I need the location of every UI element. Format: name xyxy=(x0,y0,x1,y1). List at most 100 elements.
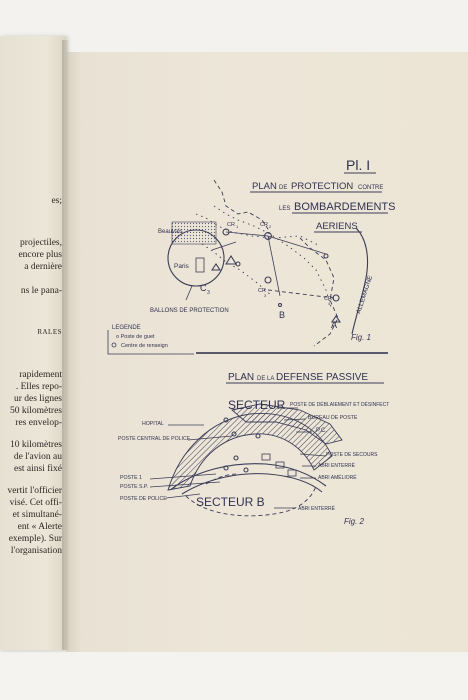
book-gutter xyxy=(62,40,70,650)
station-marker xyxy=(210,263,222,271)
right-page xyxy=(66,52,468,652)
left-text-line: visé. Cet offi- xyxy=(9,498,62,508)
beauvais-zone xyxy=(171,221,217,245)
station-marker xyxy=(225,254,237,265)
inner-road xyxy=(169,463,327,491)
background-bottom xyxy=(0,652,468,700)
frontier-line xyxy=(213,179,271,233)
label-poste-sp: POSTE S.P. xyxy=(120,484,148,490)
left-text-line: ent « Alerte xyxy=(17,522,62,532)
rhine-river xyxy=(351,227,369,335)
cr-node xyxy=(332,294,340,302)
secteur-a-zone xyxy=(167,413,333,491)
legend-item-guet: o Poste de guet xyxy=(116,334,155,340)
fig1-title-aeriens: AERIENS xyxy=(316,221,358,232)
left-page: es; projectiles, encore plus a dernière … xyxy=(0,36,66,650)
post-marker xyxy=(277,302,283,308)
building-marker xyxy=(223,465,229,471)
fig1-title-contre: CONTRE xyxy=(358,185,383,191)
label-cr1-sub: 1 xyxy=(236,224,239,229)
fig2-caption: Fig. 2 xyxy=(344,517,365,526)
label-poste-secours: POSTE DE SECOURS xyxy=(326,452,378,458)
post-marker xyxy=(235,261,241,267)
label-poste-police: POSTE DE POLICE xyxy=(120,496,167,502)
building-marker xyxy=(223,417,229,423)
station-marker xyxy=(330,315,342,323)
label-cr4: CR xyxy=(324,296,332,302)
cr-node xyxy=(264,232,272,240)
legend-title: LEGENDE xyxy=(112,325,141,331)
label-pc: P.C. xyxy=(316,428,327,434)
label-allemagne: ALLEMAGNE xyxy=(355,274,374,315)
cr-link xyxy=(211,241,237,251)
left-text-line: vertit l'officier xyxy=(7,486,62,496)
label-cr4-sub: 4 xyxy=(328,301,331,306)
label-a: A xyxy=(331,320,337,330)
label-bureau-poste: BUREAU DE POSTE xyxy=(308,415,358,421)
fig1-caption: Fig. 1 xyxy=(351,333,371,342)
left-text-line: rapidement xyxy=(19,370,62,380)
label-abri-enterre: ABRI ENTERRÉ xyxy=(298,505,336,512)
cr-link xyxy=(267,235,281,297)
label-cr2: CR xyxy=(260,222,268,228)
building-marker xyxy=(261,453,271,461)
fig2-title-passive: PASSIVE xyxy=(326,372,368,383)
post-line xyxy=(213,205,333,311)
label-cr1: CR xyxy=(227,222,235,228)
left-text-line: et simultané- xyxy=(12,510,62,520)
post-line xyxy=(195,213,321,247)
plate-number: Pl. I xyxy=(346,157,370,173)
fig1-title-bombardements: BOMBARDEMENTS xyxy=(294,201,395,213)
leader-line xyxy=(149,481,221,488)
fig2-title-dela: DE LA xyxy=(257,376,274,382)
fig1-title-les: LES xyxy=(279,206,290,212)
fig1-title-plan: PLAN xyxy=(252,181,277,192)
label-cr3: CR xyxy=(258,288,266,294)
building-marker xyxy=(287,469,297,477)
post-line xyxy=(201,243,273,297)
leader-line xyxy=(165,493,201,499)
cr-node xyxy=(222,228,230,236)
ballons-leader xyxy=(185,285,193,301)
label-abri-enterre: ABRI ENTERRÉ xyxy=(318,462,356,469)
label-abri-ameliore: ABRI AMÉLIORÉ xyxy=(318,474,357,481)
building-marker xyxy=(275,461,285,469)
label-c: C xyxy=(200,283,207,293)
left-text-line: est ainsi fixé xyxy=(13,464,62,474)
left-text-line: . Elles repo- xyxy=(15,382,62,392)
fig2-title-defense: DEFENSE xyxy=(276,372,324,383)
left-text-line: 10 kilomètres xyxy=(10,440,62,450)
label-poste-central-police: POSTE CENTRAL DE POLICE xyxy=(118,436,191,442)
left-text-line: es; xyxy=(51,196,62,206)
left-text-line: l'organisation xyxy=(10,546,62,556)
left-text-line: a dernière xyxy=(24,262,62,272)
paris-block xyxy=(195,257,205,273)
fig2-title: PLAN DE LA DEFENSE PASSIVE xyxy=(226,372,384,384)
cr-node xyxy=(264,276,272,284)
label-b: B xyxy=(279,310,285,320)
label-poste-deblaiement: POSTE DE DÉBLAIEMENT ET DÉSINFECT xyxy=(290,401,389,408)
fig1-title-de: DE xyxy=(279,185,287,191)
cr-link xyxy=(225,231,269,237)
leader-line xyxy=(149,473,217,480)
secteur-b-boundary xyxy=(185,485,317,517)
leader-line xyxy=(283,418,307,421)
label-c-sub: 3 xyxy=(207,290,210,296)
label-hopital: HOPITAL xyxy=(142,421,164,427)
legend-item-renseign: Centre de renseign xyxy=(121,343,168,349)
left-text-line: de l'avion au xyxy=(13,452,62,462)
building-marker xyxy=(231,431,237,437)
paris-defense-circle xyxy=(167,229,225,287)
cr-link xyxy=(267,235,327,255)
left-text-line: RALES xyxy=(37,328,62,336)
left-text-line: encore plus xyxy=(18,250,62,260)
left-text-line: projectiles, xyxy=(20,238,62,248)
left-text-line: ur des lignes xyxy=(13,394,62,404)
label-cr2-sub: 2 xyxy=(269,224,272,229)
inner-road xyxy=(181,473,323,495)
left-text-line: ns le pana- xyxy=(20,286,62,296)
label-paris: Paris xyxy=(174,263,190,270)
building-marker xyxy=(243,467,249,473)
label-secteur-a: SECTEUR xyxy=(228,398,286,412)
fig1-title: PLAN DE PROTECTION CONTRE LES BOMBARDEME… xyxy=(250,181,395,233)
